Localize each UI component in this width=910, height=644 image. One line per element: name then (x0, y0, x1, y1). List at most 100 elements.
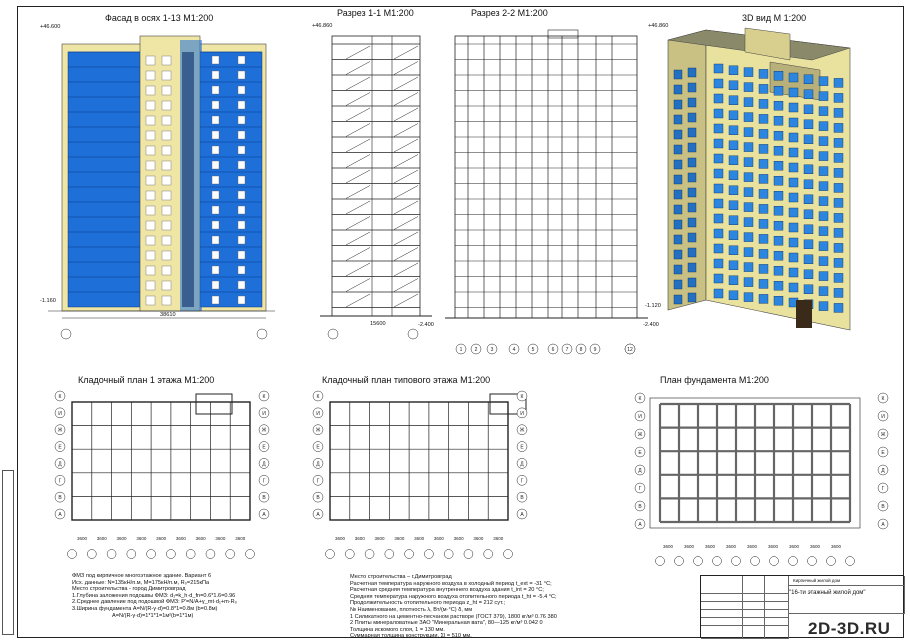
svg-text:В: В (58, 495, 62, 501)
svg-text:3600: 3600 (176, 536, 187, 541)
svg-text:Г: Г (59, 478, 62, 484)
svg-text:3600: 3600 (705, 544, 716, 549)
svg-text:В: В (316, 495, 320, 501)
foundation-notes: ФМЗ под кирпичное многоэтажное здание. В… (72, 573, 238, 619)
svg-text:В: В (881, 504, 885, 510)
svg-text:А: А (316, 512, 320, 518)
svg-text:К: К (639, 396, 642, 402)
svg-text:Г: Г (317, 478, 320, 484)
svg-text:Е: Е (316, 445, 320, 451)
svg-text:Д: Д (58, 461, 62, 467)
svg-text:3600: 3600 (810, 544, 821, 549)
svg-text:3600: 3600 (493, 536, 504, 541)
svg-text:6: 6 (552, 347, 555, 353)
svg-text:3600: 3600 (77, 536, 88, 541)
svg-text:1: 1 (460, 347, 463, 353)
svg-text:3600: 3600 (414, 536, 425, 541)
svg-text:К: К (263, 394, 266, 400)
facade-drawing (48, 35, 275, 340)
svg-text:3600: 3600 (136, 536, 147, 541)
svg-text:3600: 3600 (747, 544, 758, 549)
svg-text:3600: 3600 (789, 544, 800, 549)
svg-text:3600: 3600 (663, 544, 674, 549)
svg-text:К: К (59, 394, 62, 400)
section1-title: Разрез 1-1 М1:200 (337, 8, 414, 18)
svg-text:3600: 3600 (473, 536, 484, 541)
facade-level-bottom: -1.160 (40, 298, 56, 304)
title-block: Кирпичный жилой дом "16-ти этажный жилой… (700, 575, 905, 639)
svg-text:И: И (262, 411, 266, 417)
svg-text:Е: Е (881, 450, 885, 456)
svg-text:Е: Е (638, 450, 642, 456)
view3d-title: 3D вид М 1:200 (742, 13, 807, 23)
svg-text:И: И (638, 414, 642, 420)
svg-text:В: В (262, 495, 266, 501)
svg-text:Ж: Ж (316, 428, 321, 434)
svg-text:8: 8 (580, 347, 583, 353)
svg-text:Г: Г (882, 486, 885, 492)
svg-text:3600: 3600 (684, 544, 695, 549)
svg-text:Ж: Ж (58, 428, 63, 434)
svg-text:Ж: Ж (881, 432, 886, 438)
thermal-notes: Место строительства – г.Димитровград Рас… (350, 574, 557, 640)
title-block-header: Кирпичный жилой дом (793, 578, 841, 583)
svg-text:А: А (262, 512, 266, 518)
svg-text:А: А (638, 522, 642, 528)
section2-title: Разрез 2-2 М1:200 (471, 8, 548, 18)
section2-drawing: 1234567891012 (445, 29, 648, 355)
section2-bottom-level: -2.400 (643, 322, 659, 328)
view3d-drawing (667, 27, 851, 331)
svg-text:Е: Е (58, 445, 62, 451)
svg-text:К: К (882, 396, 885, 402)
svg-text:9: 9 (594, 347, 597, 353)
svg-text:3600: 3600 (117, 536, 128, 541)
svg-text:3600: 3600 (454, 536, 465, 541)
svg-text:Д: Д (262, 461, 266, 467)
svg-text:Ж: Ж (520, 428, 525, 434)
svg-text:7: 7 (566, 347, 569, 353)
svg-text:3600: 3600 (235, 536, 246, 541)
svg-text:3600: 3600 (768, 544, 779, 549)
svg-text:Ж: Ж (262, 428, 267, 434)
watermark-logo: 2D-3D.RU (808, 619, 891, 638)
svg-text:А: А (881, 522, 885, 528)
svg-text:И: И (881, 414, 885, 420)
facade-title: Фасад в осях 1-13 М1:200 (105, 13, 214, 23)
section1-drawing (320, 35, 432, 340)
svg-text:Е: Е (520, 445, 524, 451)
svg-text:3: 3 (491, 347, 494, 353)
svg-text:А: А (58, 512, 62, 518)
section1-top-level: +46.860 (312, 23, 333, 29)
facade-span: 38610 (160, 312, 176, 318)
svg-text:И: И (520, 411, 524, 417)
svg-text:3600: 3600 (375, 536, 386, 541)
svg-text:А: А (520, 512, 524, 518)
svg-text:3600: 3600 (97, 536, 108, 541)
drawing-frame (17, 6, 904, 638)
svg-text:3600: 3600 (335, 536, 346, 541)
section2-top-level: +46.860 (648, 23, 669, 29)
section1-bottom-level: -2.400 (418, 322, 434, 328)
svg-text:3600: 3600 (196, 536, 207, 541)
svg-text:Г: Г (521, 478, 524, 484)
svg-text:12: 12 (627, 347, 633, 353)
foundation-title: План фундамента М1:200 (660, 375, 769, 385)
svg-text:Г: Г (263, 478, 266, 484)
svg-text:5: 5 (532, 347, 535, 353)
svg-text:Г: Г (639, 486, 642, 492)
svg-text:2: 2 (475, 347, 478, 353)
svg-text:3600: 3600 (215, 536, 226, 541)
plan1-title: Кладочный план 1 этажа М1:200 (78, 375, 215, 385)
svg-text:3600: 3600 (434, 536, 445, 541)
svg-text:3600: 3600 (394, 536, 405, 541)
svg-text:3600: 3600 (831, 544, 842, 549)
svg-text:Ж: Ж (638, 432, 643, 438)
svg-text:В: В (520, 495, 524, 501)
svg-text:4: 4 (513, 347, 516, 353)
view3d-level-bottom: -1.120 (645, 303, 661, 309)
